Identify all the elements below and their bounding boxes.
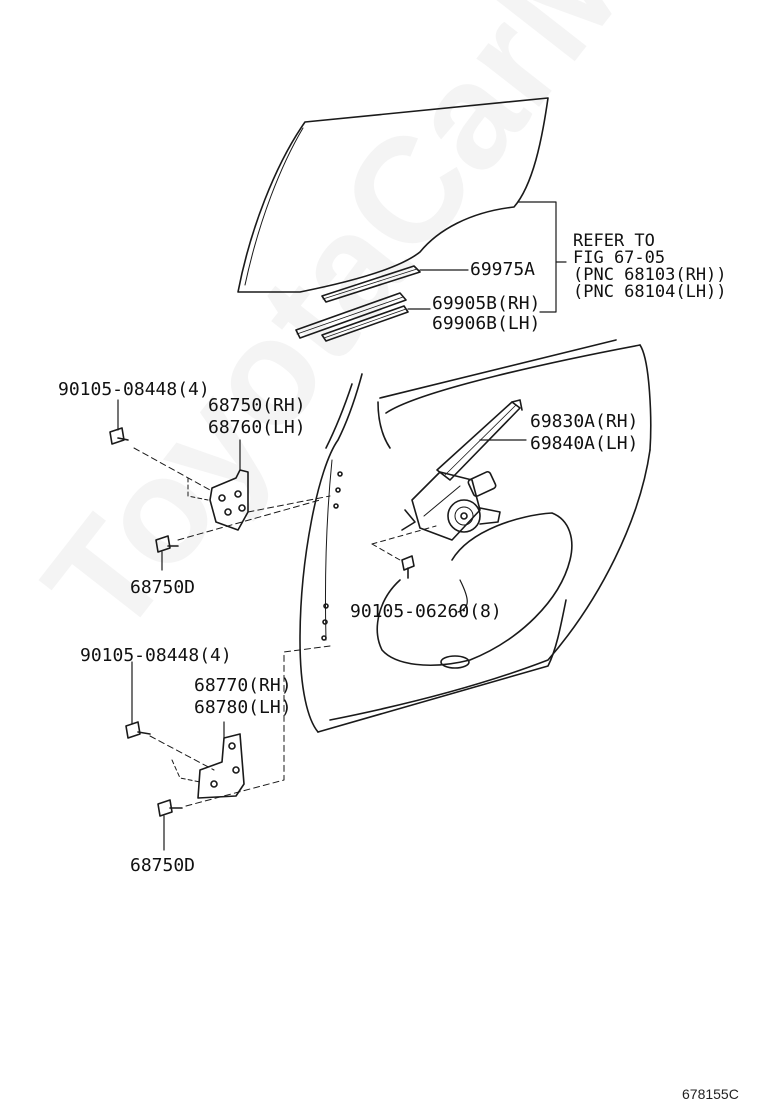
label-69975a: 69975A [470, 259, 536, 280]
leader-lines-top [407, 201, 567, 313]
upper-hinge [109, 399, 331, 571]
door-glass [237, 97, 549, 293]
label-68770-rh: 68770(RH) [194, 675, 292, 696]
label-bolt-upper: 90105-08448(4) [58, 379, 210, 400]
door-panel [299, 339, 652, 733]
figure-code: 678155C [682, 1086, 739, 1102]
window-regulator [401, 399, 527, 541]
label-69840a-lh: 69840A(LH) [530, 433, 639, 454]
regulator-bolt [371, 525, 468, 613]
label-bolt-regulator: 90105-06260(8) [350, 601, 502, 622]
reference-line-1: REFER TO [573, 231, 655, 251]
label-69906b-lh: 69906B(LH) [432, 313, 541, 334]
label-68750d-lower: 68750D [130, 855, 196, 876]
label-68750d-upper: 68750D [130, 577, 196, 598]
label-69830a-rh: 69830A(RH) [530, 411, 639, 432]
glass-run-strips [295, 265, 421, 342]
reference-line-4: (PNC 68104(LH)) [573, 282, 727, 302]
reference-line-3: (PNC 68103(RH)) [573, 265, 727, 285]
label-68760-lh: 68760(LH) [208, 417, 306, 438]
label-bolt-lower: 90105-08448(4) [80, 645, 232, 666]
reference-line-2: FIG 67-05 [573, 248, 666, 268]
label-68780-lh: 68780(LH) [194, 697, 292, 718]
lower-hinge [125, 645, 331, 851]
label-69905b-rh: 69905B(RH) [432, 293, 541, 314]
label-68750-rh: 68750(RH) [208, 395, 306, 416]
